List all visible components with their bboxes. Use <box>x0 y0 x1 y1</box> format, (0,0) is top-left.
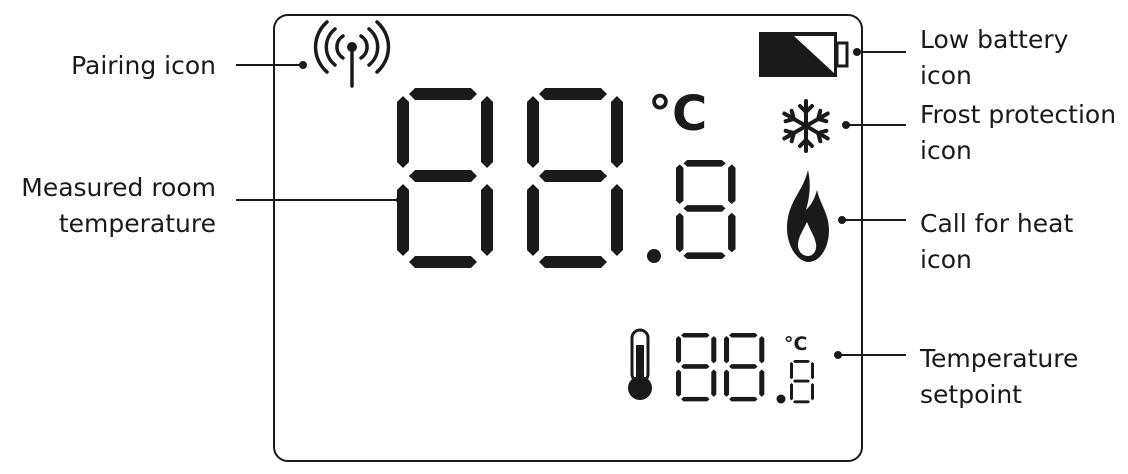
frost-protection-icon <box>782 99 830 153</box>
frost-protection-label: Frost protection icon <box>920 100 1117 165</box>
measured-leader-dot <box>396 196 404 204</box>
call-for-heat-label: Call for heat icon <box>920 209 1074 274</box>
setpoint-digit-tenths <box>790 360 814 404</box>
low-battery-icon <box>759 32 849 77</box>
main-decimal-point <box>647 249 661 263</box>
setpoint-leader-dot <box>834 351 842 359</box>
battery-leader-dot <box>853 48 861 56</box>
main-digit-2 <box>527 88 623 268</box>
call-for-heat-icon <box>787 170 829 262</box>
temperature-setpoint-label: Temperature setpoint <box>920 344 1079 409</box>
main-digit-tenths <box>676 160 736 259</box>
lcd-frame <box>273 14 863 462</box>
main-unit: °C <box>648 86 707 142</box>
setpoint-decimal-point <box>776 394 786 404</box>
low-battery-label: Low battery icon <box>920 25 1069 90</box>
main-digit-1 <box>397 88 493 268</box>
setpoint-unit: °C <box>784 333 807 355</box>
setpoint-digit-1 <box>676 333 717 402</box>
measured-temperature-label: Measured room temperature <box>21 173 216 238</box>
heat-leader-dot <box>838 216 846 224</box>
frost-leader-dot <box>842 121 850 129</box>
setpoint-digit-2 <box>724 333 765 402</box>
thermometer-icon <box>628 328 652 400</box>
pairing-leader-dot <box>299 61 307 69</box>
pairing-icon-label: Pairing icon <box>71 51 216 80</box>
pairing-icon <box>313 20 391 88</box>
